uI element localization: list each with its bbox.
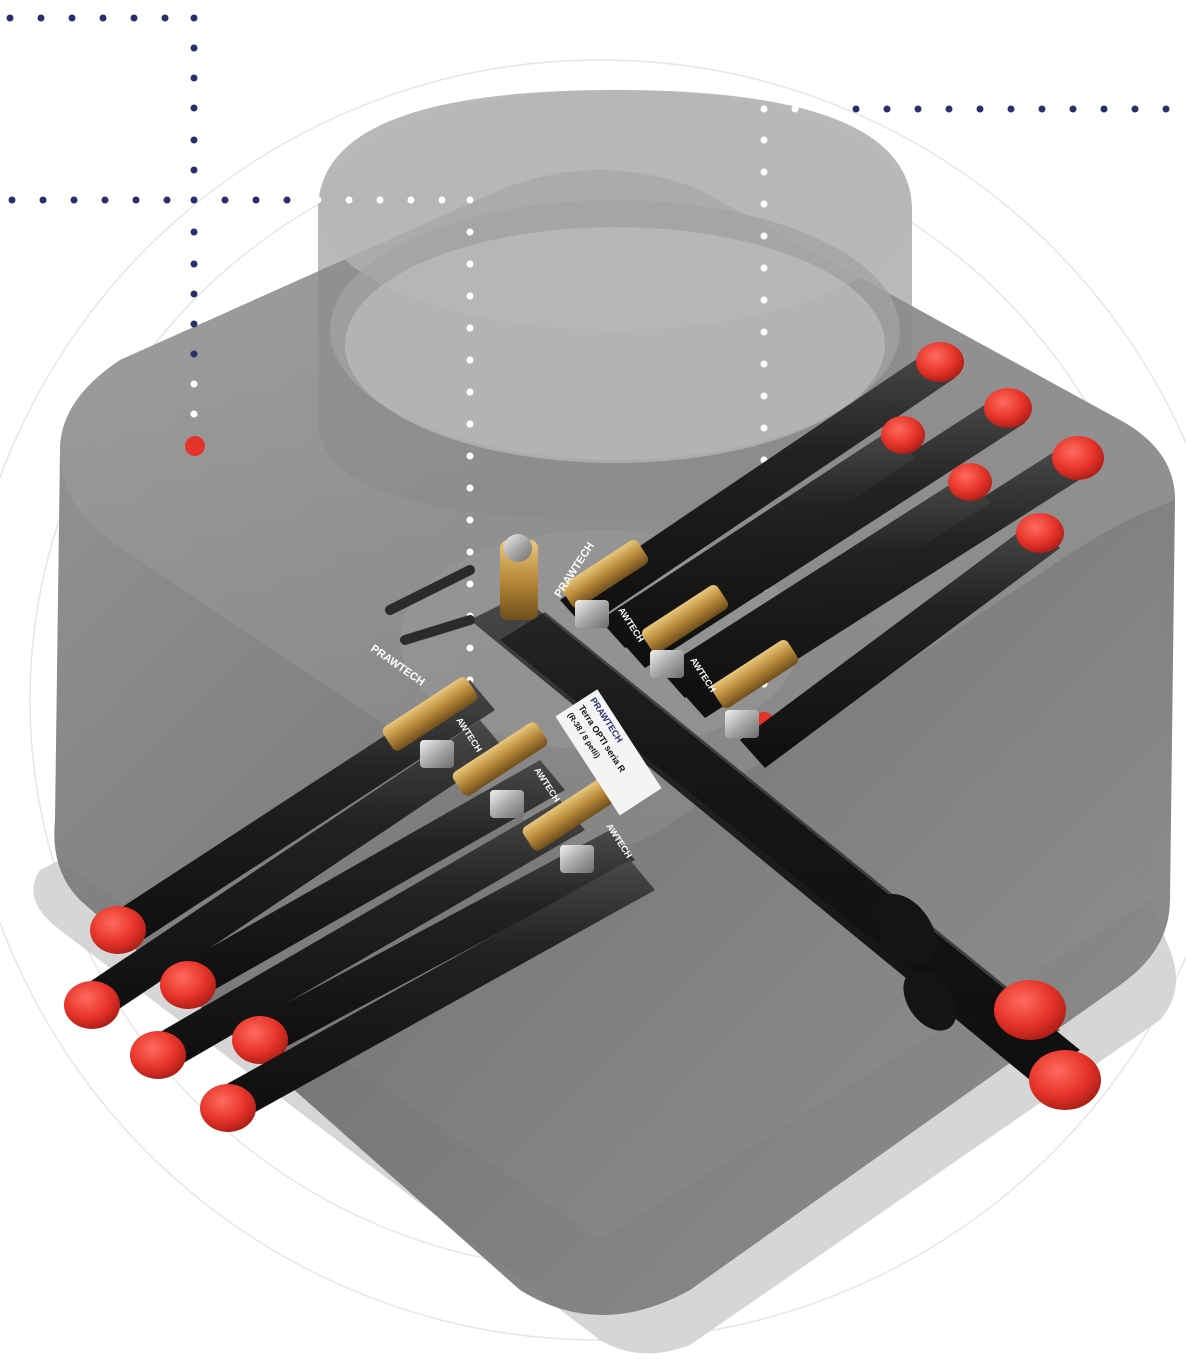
- vent-valve: [385, 534, 538, 645]
- valve-3: [711, 640, 799, 738]
- collector-main-pipe: [470, 595, 1101, 1110]
- pipe-lower-2: [64, 720, 505, 1029]
- pipe-lower-6: [200, 860, 655, 1132]
- pipe-lower-3: [160, 760, 565, 1009]
- valve-1: [561, 540, 649, 628]
- valve-4: [382, 677, 478, 768]
- valves: [382, 534, 799, 873]
- pipe-lower-4: [130, 800, 585, 1079]
- valve-2: [641, 585, 729, 678]
- valve-5: [452, 722, 548, 818]
- pipe-lower-5: [232, 830, 635, 1064]
- pipe-upper-3: [600, 416, 925, 648]
- dotted-lines-navy: [6, 14, 1170, 358]
- pipe-upper-1: [560, 342, 964, 628]
- valve-6: [522, 777, 618, 873]
- pipe-upper-6: [740, 513, 1064, 768]
- pipe-upper-5: [660, 463, 992, 698]
